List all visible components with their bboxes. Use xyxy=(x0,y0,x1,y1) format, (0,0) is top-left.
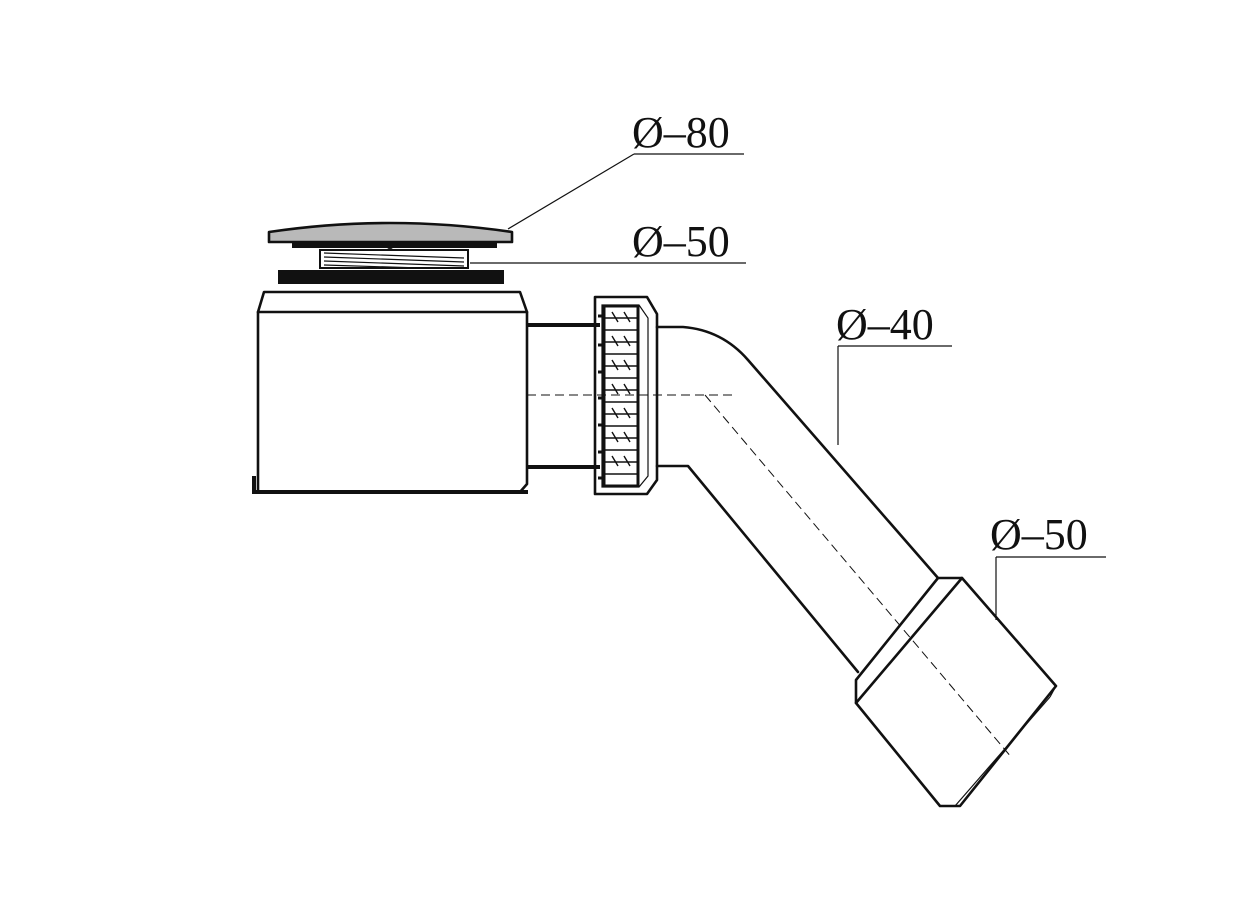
nut-knurling xyxy=(604,311,638,475)
label-pipe-diameter: Ø–40 xyxy=(836,300,934,349)
flange-plate xyxy=(278,270,504,284)
label-end-diameter: Ø–50 xyxy=(990,510,1088,559)
end-socket xyxy=(854,576,1058,808)
drain-cap xyxy=(267,221,514,250)
angled-pipe xyxy=(655,325,940,674)
threaded-neck xyxy=(319,249,469,269)
outlet-spigot xyxy=(527,323,600,469)
label-cap-diameter: Ø–80 xyxy=(632,108,730,157)
pipe-centerline xyxy=(527,394,1013,759)
leader-lines xyxy=(470,153,1106,620)
drain-body xyxy=(252,290,529,494)
label-outlet-thread-diameter: Ø–50 xyxy=(632,217,730,266)
union-nut xyxy=(593,295,659,496)
